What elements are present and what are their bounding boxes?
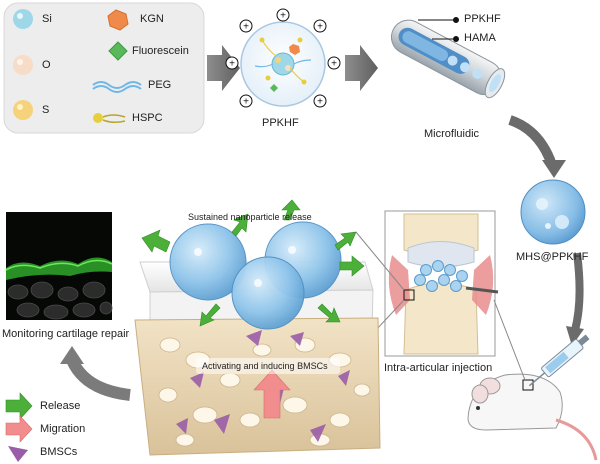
legend-label-si: Si — [42, 13, 52, 25]
svg-text:+: + — [317, 97, 323, 108]
bmscs-legend-icon — [8, 446, 28, 462]
hydrogel-release-scene — [134, 199, 381, 456]
s-sphere-icon — [13, 100, 33, 120]
monitoring-label: Monitoring cartilage repair — [2, 328, 130, 340]
o-sphere-icon — [13, 55, 33, 75]
release-scene-title: Sustained nanoparticle release — [188, 212, 312, 222]
hspc-icon — [93, 113, 126, 124]
syringe-icon — [528, 334, 590, 387]
callout-hama: HAMA — [464, 32, 496, 44]
legend-label-s: S — [42, 104, 50, 116]
svg-text:+: + — [280, 11, 286, 22]
microsphere-left — [169, 223, 247, 301]
zoom-box-knee — [403, 289, 415, 301]
svg-text:+: + — [317, 22, 323, 33]
knee-joint-illustration — [384, 210, 499, 357]
migration-legend-icon — [5, 415, 33, 443]
legend-label-peg: PEG — [148, 79, 172, 91]
needle-icon — [465, 286, 499, 294]
fluorescein-icon — [108, 41, 128, 61]
legend-label-hspc: HSPC — [132, 112, 163, 124]
legend-panel — [3, 2, 205, 134]
positive-charge-icons: + + + + + + + — [225, 8, 341, 108]
arrow-to-monitoring — [66, 357, 131, 401]
release-arrows — [141, 199, 365, 327]
migration-arrow — [253, 369, 291, 419]
zoom-box-mouse — [522, 379, 534, 391]
legend-label-kgn: KGN — [140, 13, 164, 25]
svg-text:+: + — [229, 59, 235, 70]
svg-text:+: + — [331, 59, 337, 70]
microsphere-label: MHS@PPKHF — [516, 251, 589, 263]
mouse-illustration — [467, 373, 598, 461]
peg-icon — [92, 81, 142, 89]
legend-label-fluorescein: Fluorescein — [132, 45, 189, 57]
injection-label: Intra-articular injection — [384, 362, 493, 374]
arrow-to-injection — [571, 252, 584, 332]
si-sphere-icon — [13, 9, 33, 29]
callout-ppkhf: PPKHF — [464, 13, 501, 25]
microsphere-center — [231, 256, 305, 330]
kgn-icon — [107, 9, 129, 31]
microfluidic-label: Microfluidic — [424, 128, 480, 140]
svg-text:+: + — [243, 22, 249, 33]
mhs-ppkhf-microsphere — [520, 179, 586, 245]
arrow-to-microfluidic — [345, 45, 378, 91]
bottom-legend-migration: Migration — [40, 423, 86, 435]
nanoparticle-label: PPKHF — [262, 117, 299, 129]
ppkhf-nanoparticle — [240, 21, 326, 107]
cartilage-fluorescence-image — [5, 212, 113, 320]
arrow-to-microsphere — [508, 115, 557, 167]
arrow-to-nanoparticle — [207, 45, 240, 91]
legend-label-o: O — [42, 59, 51, 71]
bottom-legend-bmscs: BMSCs — [40, 446, 78, 458]
microfluidic-device — [390, 19, 506, 99]
release-legend-icon — [5, 392, 33, 420]
release-scene-inner-label: Activating and inducing BMSCs — [202, 361, 328, 371]
svg-text:+: + — [243, 97, 249, 108]
bottom-legend-release: Release — [40, 400, 81, 412]
